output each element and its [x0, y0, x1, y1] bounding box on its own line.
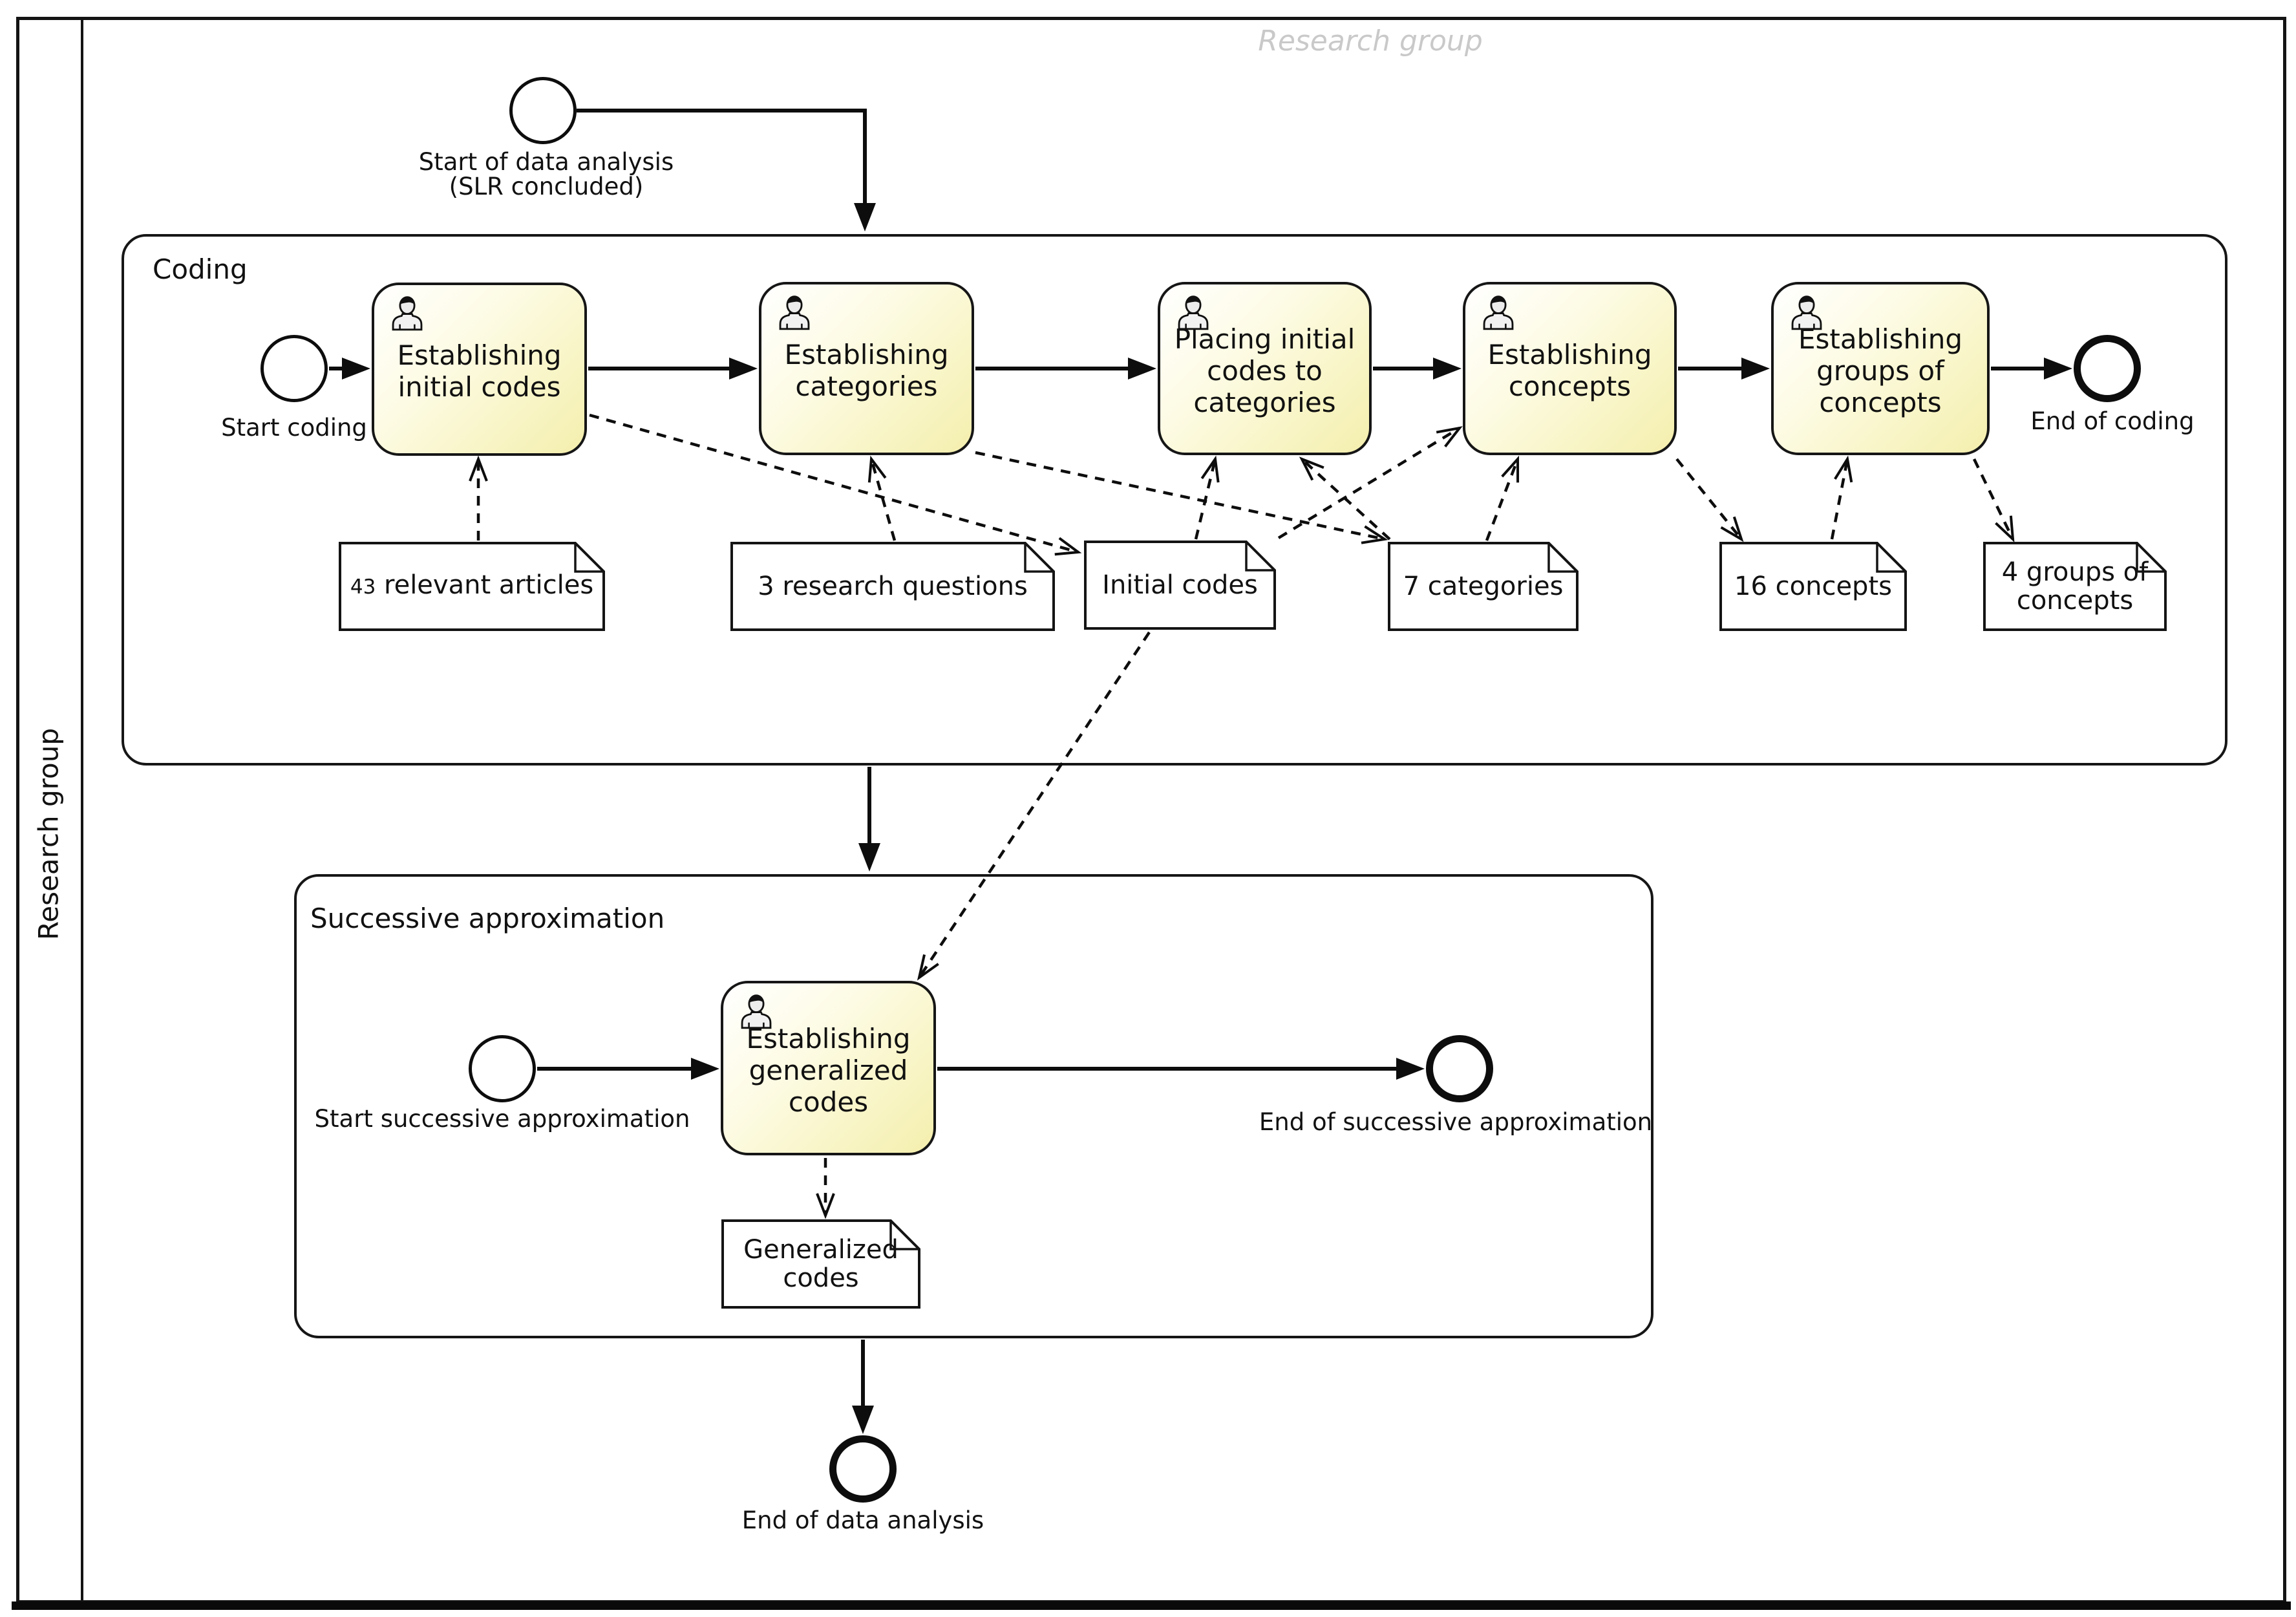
task-establishing-initial-codes: Establishing initial codes — [372, 283, 587, 456]
end-event-coding-label: End of coding — [2030, 407, 2195, 435]
group-successive-title: Successive approximation — [310, 903, 665, 934]
data-object-generalized-codes: Generalized codes — [721, 1219, 920, 1309]
data-object-label: Initial codes — [1084, 541, 1276, 630]
group-coding — [122, 234, 2227, 766]
label-line: concepts — [1508, 370, 1632, 402]
start-event-coding-label: Start coding — [221, 414, 367, 442]
pool-label-vertical: Research group — [32, 728, 65, 940]
data-object-relevant-articles: 43 relevant articles — [339, 542, 605, 631]
data-object-shape — [721, 1219, 920, 1309]
label-line: Establishing — [746, 1022, 911, 1055]
task-placing-initial-codes: Placing initial codes to categories — [1158, 282, 1372, 455]
label-line: categories — [795, 370, 938, 402]
label-line: Start of data analysis — [418, 148, 674, 176]
data-object-shape — [1983, 542, 2167, 631]
label-line: initial codes — [398, 371, 561, 403]
user-icon — [779, 295, 810, 330]
label-line: Establishing — [1487, 339, 1652, 370]
start-event-data-analysis — [509, 77, 577, 144]
data-object-label: 16 concepts — [1719, 542, 1907, 631]
task-establishing-categories: Establishing categories — [759, 282, 974, 455]
label-line: generalized — [749, 1054, 908, 1086]
data-object-label: 3 research questions — [730, 542, 1055, 631]
label-line: 16 concepts — [1734, 571, 1892, 601]
label-line: concepts — [2016, 586, 2134, 616]
task-establishing-generalized-codes: Establishing generalized codes — [721, 981, 936, 1155]
data-object-label: 43 relevant articles — [339, 542, 605, 631]
user-icon — [741, 994, 772, 1029]
label-line: 3 research questions — [758, 571, 1028, 601]
data-object-concepts: 16 concepts — [1719, 542, 1907, 631]
start-event-coding — [260, 335, 328, 402]
pool-lane-divider — [81, 17, 83, 1603]
data-object-label: Generalized codes — [721, 1219, 920, 1309]
end-event-data-analysis-label: End of data analysis — [741, 1506, 984, 1534]
label-line: groups of — [1816, 354, 1944, 387]
start-event-successive-label: Start successive approximation — [314, 1105, 690, 1133]
data-object-initial-codes: Initial codes — [1084, 541, 1276, 630]
task-label: Establishing initial codes — [397, 336, 561, 403]
pool-label-watermark: Research group — [1258, 25, 1483, 58]
label-line: codes to — [1207, 354, 1323, 387]
user-icon — [1178, 295, 1209, 330]
data-object-shape — [1084, 541, 1276, 630]
label-line: 43 relevant articles — [350, 571, 593, 602]
label-line: Establishing — [784, 339, 949, 370]
label-line: concepts — [1819, 386, 1942, 418]
start-event-data-analysis-label: Start of data analysis (SLR concluded) — [419, 150, 674, 199]
label-text: relevant articles — [376, 570, 594, 600]
end-event-successive — [1426, 1035, 1493, 1102]
task-establishing-groups-of-concepts: Establishing groups of concepts — [1771, 282, 1990, 455]
count-value: 43 — [350, 575, 376, 599]
label-line: Establishing — [397, 339, 562, 371]
task-label: Establishing generalized codes — [746, 1019, 910, 1118]
label-line: categories — [1193, 386, 1336, 418]
data-object-groups-of-concepts: 4 groups of concepts — [1983, 542, 2167, 631]
data-object-label: 4 groups of concepts — [1983, 542, 2167, 631]
user-icon — [1791, 295, 1822, 330]
task-label: Establishing groups of concepts — [1798, 319, 1962, 418]
end-event-data-analysis — [829, 1435, 897, 1503]
label-line: codes — [788, 1086, 869, 1118]
label-line: Generalized — [743, 1235, 898, 1265]
task-establishing-concepts: Establishing concepts — [1463, 282, 1677, 455]
label-line: (SLR concluded) — [449, 173, 644, 200]
data-object-research-questions: 3 research questions — [730, 542, 1055, 631]
label-line: Initial codes — [1102, 570, 1258, 600]
label-line: 4 groups of — [2001, 557, 2149, 587]
label-line: Establishing — [1798, 323, 1963, 355]
data-object-shape — [339, 542, 605, 631]
task-label: Establishing concepts — [1487, 335, 1652, 402]
user-icon — [392, 296, 423, 331]
start-event-successive — [469, 1035, 536, 1102]
task-label: Placing initial codes to categories — [1175, 319, 1355, 418]
task-label: Establishing categories — [784, 335, 948, 402]
user-icon — [1483, 295, 1514, 330]
label-line: 7 categories — [1403, 571, 1564, 601]
data-object-shape — [1388, 542, 1578, 631]
label-line: codes — [783, 1263, 859, 1293]
end-event-coding — [2074, 335, 2141, 402]
pool-bottom-border — [12, 1601, 2291, 1610]
data-object-categories: 7 categories — [1388, 542, 1578, 631]
data-object-shape — [1719, 542, 1907, 631]
end-event-successive-label: End of successive approximation — [1259, 1108, 1653, 1136]
group-coding-title: Coding — [153, 253, 248, 285]
data-object-label: 7 categories — [1388, 542, 1578, 631]
